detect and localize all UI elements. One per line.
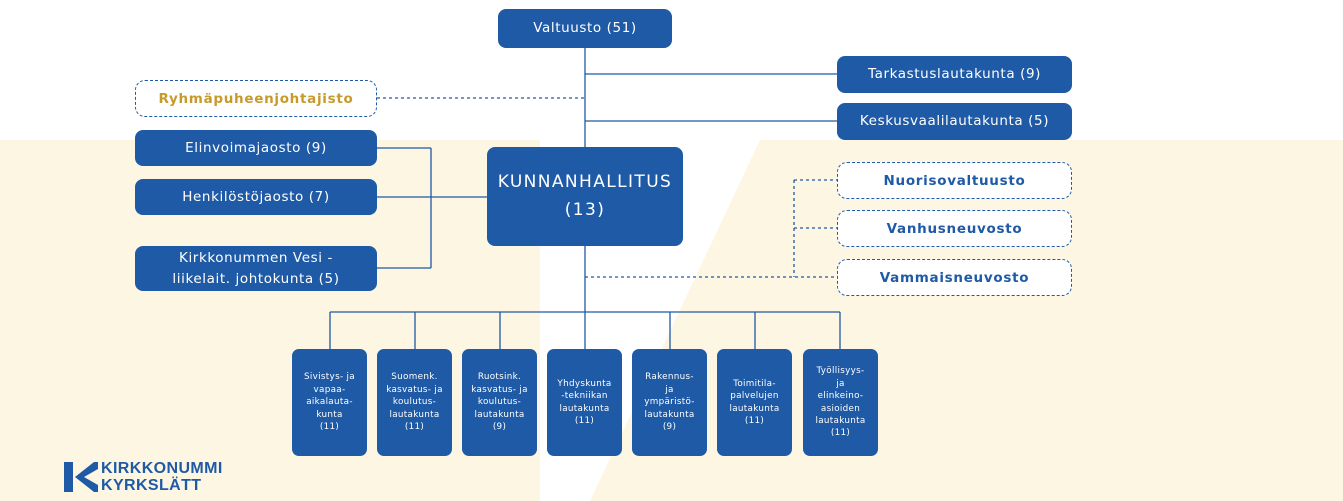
committee-text-line: kasvatus- ja [386,384,443,395]
council-box: Valtuusto (51) [498,9,672,48]
committee-text-line: Toimitila- [733,378,776,389]
committee-text-line: (11) [404,422,425,433]
committee-text-line: aikalauta- [306,397,353,408]
committee-text-line: Työllisyys- [816,366,865,377]
committee-text-line: lautakunta [815,415,866,426]
committee-text-line: ja [836,378,845,389]
committee-text-line: Rakennus- [645,372,694,383]
committee-text-line: Sivistys- ja [304,372,355,383]
youth-council-box: Nuorisovaltuusto [837,162,1072,199]
municipality-logo: KIRKKONUMMI KYRKSLÄTT [64,460,284,496]
committee-text-line: (11) [830,428,851,439]
committee-text-line: palvelujen [730,391,779,402]
executive-board-title: KUNNANHALLITUS [497,172,673,193]
committee-box-finnish-education: Suomenk.kasvatus- ja koulutus-lautakunta (… [377,349,452,456]
logo-mark-icon [64,462,98,492]
committee-text-line: (9) [662,422,677,433]
committee-text-line: (11) [744,415,765,426]
committee-text-line: lautakunta [644,409,695,420]
water-utility-line2: liikelait. johtokunta (5) [172,270,340,287]
water-utility-board-box: Kirkkonummen Vesi - liikelait. johtokunt… [135,246,377,291]
committee-text-line: kasvatus- ja [471,384,528,395]
committee-box-building-environment: Rakennus-ja ympäristö-lautakunta (9) [632,349,707,456]
personnel-section-box: Henkilöstöjaosto (7) [135,179,377,215]
committee-box-swedish-education: Ruotsink.kasvatus- ja koulutus-lautakunta… [462,349,537,456]
executive-board-box: KUNNANHALLITUS (13) [487,147,683,246]
committee-text-line: elinkeino- [817,391,864,402]
committee-text-line: Ruotsink. [477,372,522,383]
committee-text-line: lautakunta [474,409,525,420]
elderly-council-box: Vanhusneuvosto [837,210,1072,247]
logo-text-line1: KIRKKONUMMI [101,460,223,477]
vitality-section-box: Elinvoimajaosto (9) [135,130,377,166]
committee-text-line: Yhdyskunta [557,378,612,389]
committee-text-line: koulutus- [392,397,437,408]
committee-text-line: lautakunta [389,409,440,420]
logo-text-line2: KYRKSLÄTT [101,477,202,494]
committee-text-line: asioiden [820,403,861,414]
committee-text-line: (11) [574,415,595,426]
water-utility-line1: Kirkkonummen Vesi - [179,250,333,267]
committee-text-line: kunta [316,409,343,420]
election-board-box: Keskusvaalilautakunta (5) [837,103,1072,140]
committee-text-line: koulutus- [477,397,522,408]
committee-text-line: lautakunta [559,403,610,414]
executive-board-seats: (13) [564,199,606,220]
group-chairs-box: Ryhmäpuheenjohtajisto [135,80,377,117]
disability-council-box: Vammaisneuvosto [837,259,1072,296]
audit-board-box: Tarkastuslautakunta (9) [837,56,1072,93]
committee-text-line: ympäristö- [644,397,695,408]
committee-text-line: vapaa- [313,384,346,395]
committee-text-line: Suomenk. [391,372,438,383]
committee-text-line: (11) [319,422,340,433]
committee-text-line: ja [665,384,674,395]
committee-text-line: -tekniikan [561,391,608,402]
committee-text-line: (9) [492,422,507,433]
committee-text-line: lautakunta [729,403,780,414]
